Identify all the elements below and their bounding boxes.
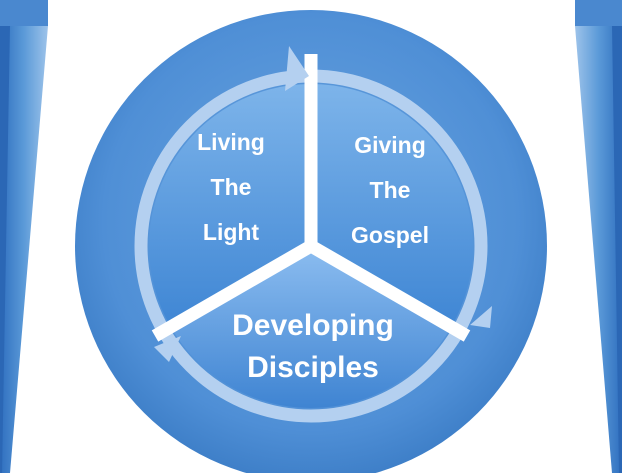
segment-label-line: Gospel (351, 222, 429, 248)
arrowhead-right (470, 306, 492, 328)
arrowhead-left (154, 336, 181, 362)
label-giving-the-gospel: Giving The Gospel (351, 132, 429, 248)
segment-label-line: Disciples (247, 351, 379, 384)
right-decorative-band (575, 0, 622, 473)
segment-label-line: Developing (232, 309, 394, 342)
label-developing-disciples: Developing Disciples (232, 309, 394, 384)
left-decorative-band (0, 0, 48, 473)
label-living-the-light: Living The Light (197, 129, 265, 245)
segment-label-line: Giving (354, 132, 426, 158)
segment-label-line: Light (203, 219, 260, 245)
segment-dividers (151, 54, 471, 342)
segment-label-line: The (370, 177, 411, 203)
arrowhead-top (285, 46, 309, 91)
segment-label-line: The (211, 174, 252, 200)
segment-label-line: Living (197, 129, 265, 155)
